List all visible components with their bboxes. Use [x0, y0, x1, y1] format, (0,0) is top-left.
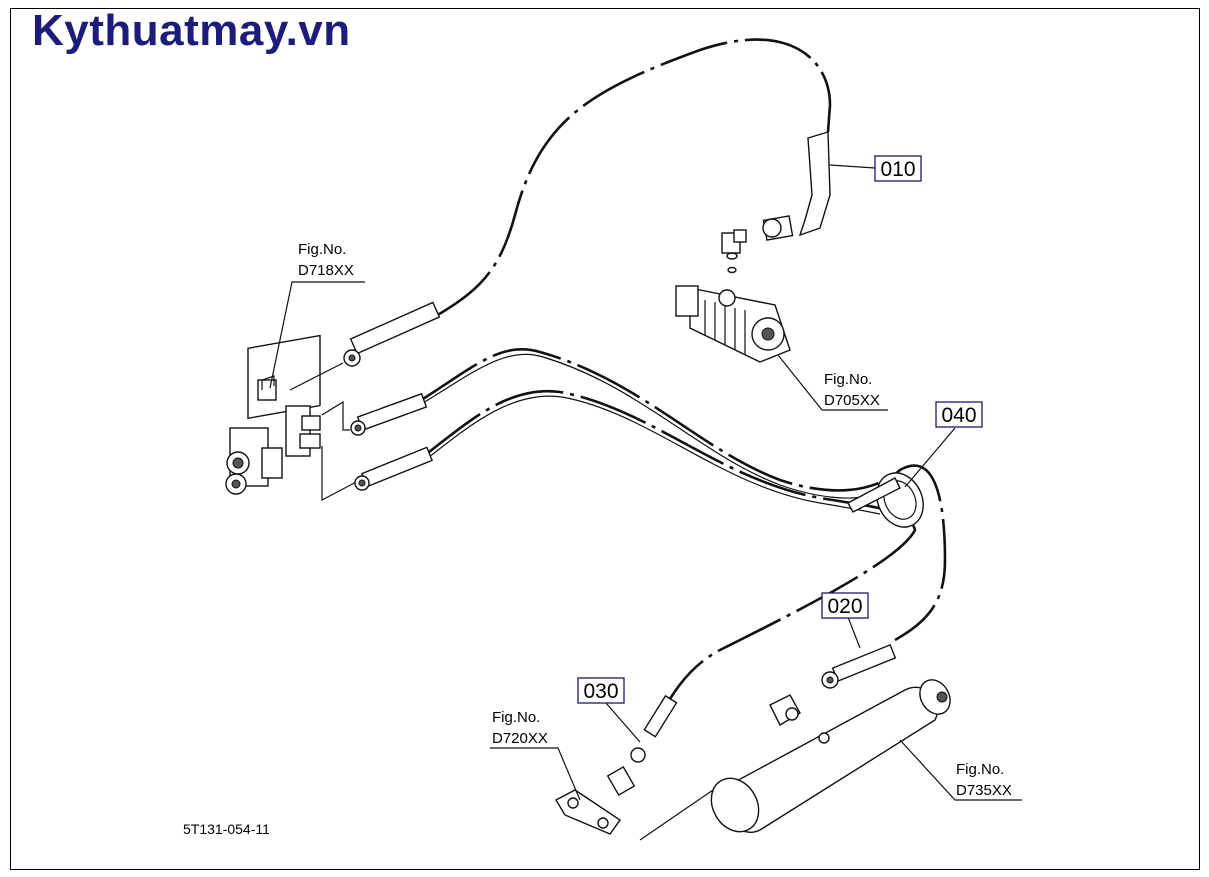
- svg-text:020: 020: [827, 595, 862, 618]
- svg-text:Fig.No.: Fig.No.: [824, 371, 872, 388]
- hose-030-inner: [423, 395, 881, 515]
- elbow-fitting-cylinder[interactable]: [769, 694, 801, 726]
- elbow-fitting-pump[interactable]: [721, 229, 747, 274]
- leader-020: [847, 616, 861, 649]
- svg-text:010: 010: [880, 158, 915, 181]
- svg-text:030: 030: [583, 680, 618, 703]
- svg-text:Fig.No.: Fig.No.: [956, 761, 1004, 778]
- hydraulic-cylinder[interactable]: [639, 674, 956, 841]
- leader-d718: [269, 281, 365, 389]
- hose-020-inner: [417, 353, 871, 499]
- leader-d735: [899, 739, 1022, 801]
- leader-030: [605, 702, 641, 743]
- leader-040: [904, 427, 956, 488]
- svg-text:D718XX: D718XX: [298, 262, 354, 279]
- drawing-code: 5T131-054-11: [183, 821, 270, 837]
- control-valve[interactable]: [225, 334, 321, 495]
- brand-watermark: Kythuatmay.vn: [32, 6, 351, 55]
- svg-text:Fig.No.: Fig.No.: [492, 709, 540, 726]
- figure-ref-d720[interactable]: Fig.No. D720XX: [492, 709, 548, 747]
- hose-020-outer: [417, 348, 947, 642]
- svg-text:D735XX: D735XX: [956, 782, 1012, 799]
- figure-ref-d705[interactable]: Fig.No. D705XX: [824, 371, 880, 409]
- drawing-frame: [10, 8, 1200, 870]
- part-label-020[interactable]: 020: [821, 592, 869, 619]
- part-label-010[interactable]: 010: [874, 155, 922, 182]
- leader-d720: [490, 747, 581, 801]
- hose-020-cylinder-end[interactable]: [821, 643, 897, 689]
- hose-030-stopper-end[interactable]: [606, 694, 678, 796]
- svg-text:D720XX: D720XX: [492, 730, 548, 747]
- fitting-hose-020-end[interactable]: [350, 392, 428, 436]
- fitting-hose-030-end[interactable]: [354, 446, 433, 491]
- svg-text:D705XX: D705XX: [824, 392, 880, 409]
- part-label-040[interactable]: 040: [935, 401, 983, 428]
- fitting-hose-010-end[interactable]: [343, 301, 441, 367]
- leader-d705: [777, 354, 888, 411]
- hydraulic-pump[interactable]: [675, 285, 791, 363]
- part-label-030[interactable]: 030: [577, 677, 625, 704]
- svg-text:040: 040: [941, 404, 976, 427]
- clamp-040[interactable]: [847, 465, 932, 534]
- leader-010: [829, 164, 876, 169]
- svg-text:Fig.No.: Fig.No.: [298, 241, 346, 258]
- stopper-bracket[interactable]: [555, 789, 621, 835]
- hose-010: [435, 38, 832, 318]
- valve-port-lines: [289, 362, 361, 501]
- hose-010-pump-end[interactable]: [762, 131, 831, 241]
- figure-ref-d735[interactable]: Fig.No. D735XX: [956, 761, 1012, 799]
- figure-ref-d718[interactable]: Fig.No. D718XX: [298, 241, 354, 279]
